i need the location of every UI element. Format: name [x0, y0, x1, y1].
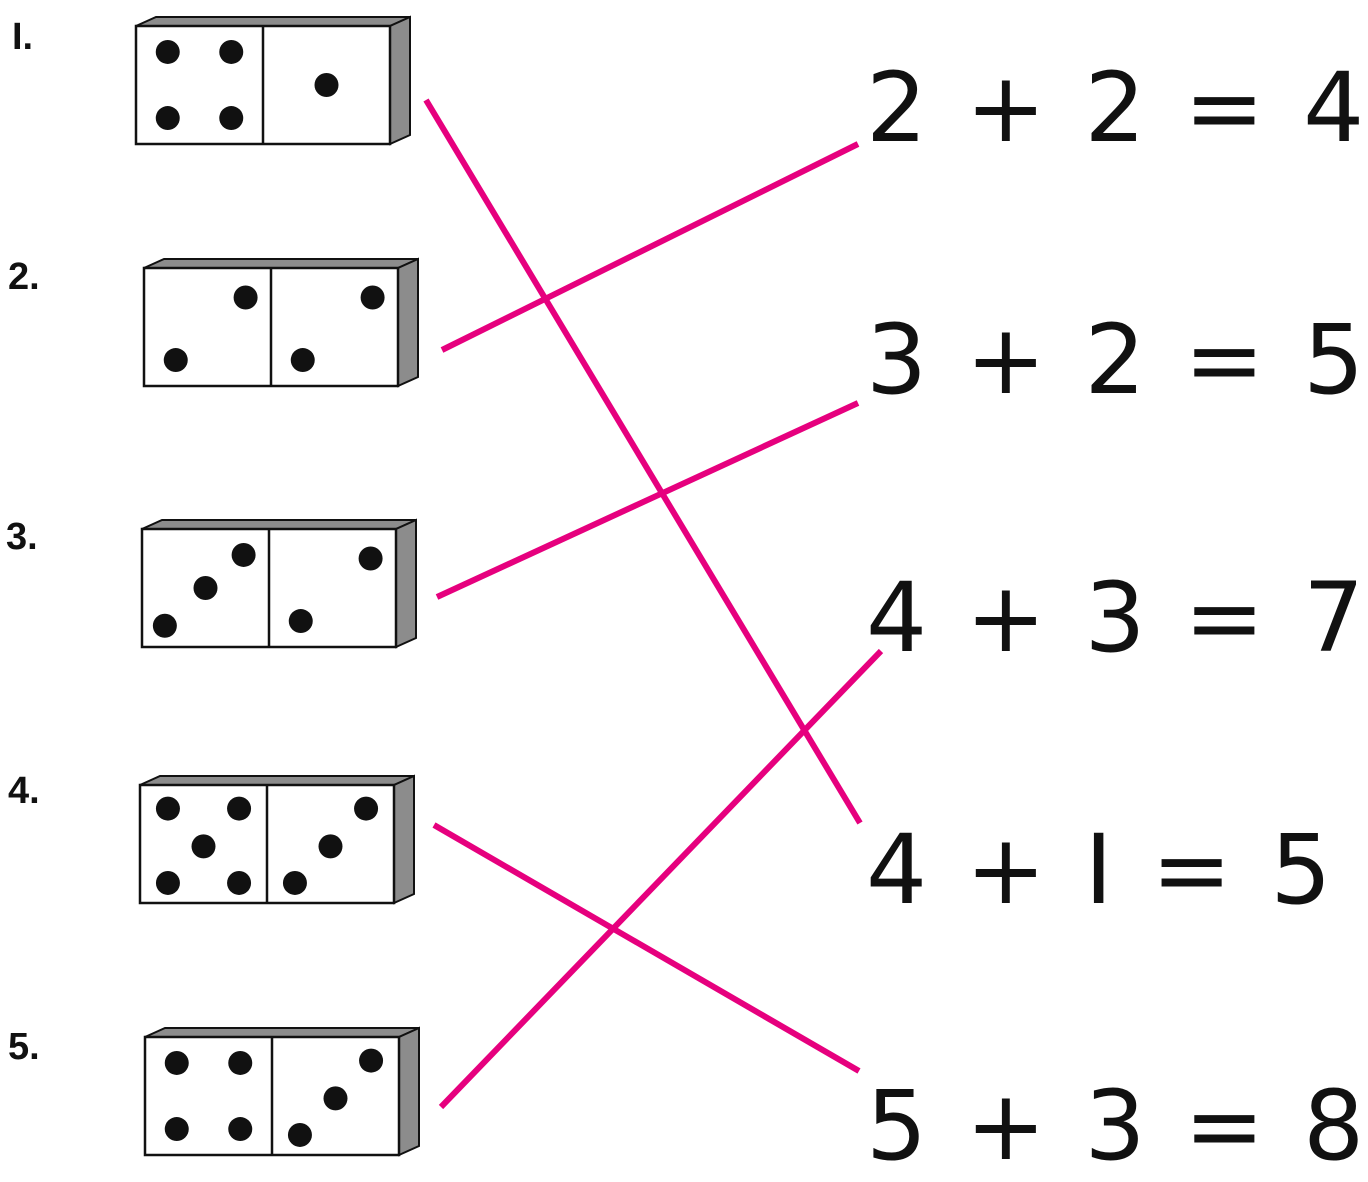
- domino-side-face: [389, 15, 411, 146]
- domino-pip: [155, 796, 180, 821]
- domino-pip: [228, 1117, 253, 1142]
- domino-pip: [191, 834, 216, 859]
- domino-top-face: [143, 258, 419, 269]
- domino-pip: [155, 106, 180, 131]
- domino-side-face: [395, 518, 417, 649]
- domino-pip: [318, 834, 343, 859]
- domino-pip: [288, 609, 313, 634]
- domino-pip: [219, 106, 244, 131]
- domino-3[interactable]: [140, 518, 417, 649]
- domino-top-face: [144, 1027, 420, 1038]
- domino-pip: [155, 870, 180, 895]
- domino-pip: [231, 542, 256, 567]
- domino-2[interactable]: [142, 257, 419, 388]
- equation-4[interactable]: 4 + I = 5: [866, 814, 1336, 926]
- domino-side-face: [393, 774, 415, 905]
- problem-number-2: 2.: [8, 256, 40, 298]
- domino-pip: [314, 73, 339, 97]
- equation-3[interactable]: 4 + 3 = 7: [866, 562, 1368, 674]
- domino-pip: [354, 796, 379, 821]
- equation-2[interactable]: 3 + 2 = 5: [866, 304, 1368, 416]
- domino-top-face: [141, 519, 417, 530]
- match-line-4[interactable]: [432, 822, 861, 1074]
- domino-pip: [164, 1050, 189, 1075]
- domino-pip: [287, 1122, 312, 1147]
- domino-pip: [219, 39, 244, 64]
- worksheet-art: [134, 15, 884, 1157]
- domino-pip: [227, 796, 252, 821]
- domino-pip: [323, 1086, 348, 1111]
- match-line-5[interactable]: [438, 648, 884, 1110]
- match-line-2[interactable]: [440, 141, 860, 353]
- domino-pip: [360, 285, 385, 310]
- domino-top-face: [135, 16, 411, 27]
- equation-5[interactable]: 5 + 3 = 8: [866, 1070, 1368, 1182]
- problem-number-1: I.: [12, 16, 34, 58]
- domino-pip: [282, 870, 307, 895]
- domino-pip: [164, 1117, 189, 1142]
- problem-number-4: 4.: [8, 770, 40, 812]
- problem-number-5: 5.: [8, 1026, 40, 1068]
- problem-number-3: 3.: [6, 516, 38, 558]
- domino-pip: [359, 1048, 384, 1073]
- domino-top-face: [139, 775, 415, 786]
- domino-pip: [193, 576, 218, 600]
- equation-1[interactable]: 2 + 2 = 4: [866, 52, 1368, 164]
- domino-side-face: [398, 1026, 420, 1157]
- match-line-3[interactable]: [435, 400, 860, 600]
- domino-5[interactable]: [143, 1026, 420, 1157]
- domino-pip: [152, 613, 177, 638]
- domino-side-face: [397, 257, 419, 388]
- domino-pip: [228, 1050, 253, 1075]
- domino-4[interactable]: [138, 774, 415, 905]
- domino-pip: [290, 348, 315, 373]
- domino-1[interactable]: [134, 15, 411, 146]
- domino-pip: [358, 546, 383, 571]
- domino-pip: [227, 870, 252, 895]
- domino-pip: [155, 39, 180, 64]
- match-line-1[interactable]: [423, 98, 863, 825]
- domino-pip: [233, 285, 258, 310]
- domino-pip: [163, 348, 188, 373]
